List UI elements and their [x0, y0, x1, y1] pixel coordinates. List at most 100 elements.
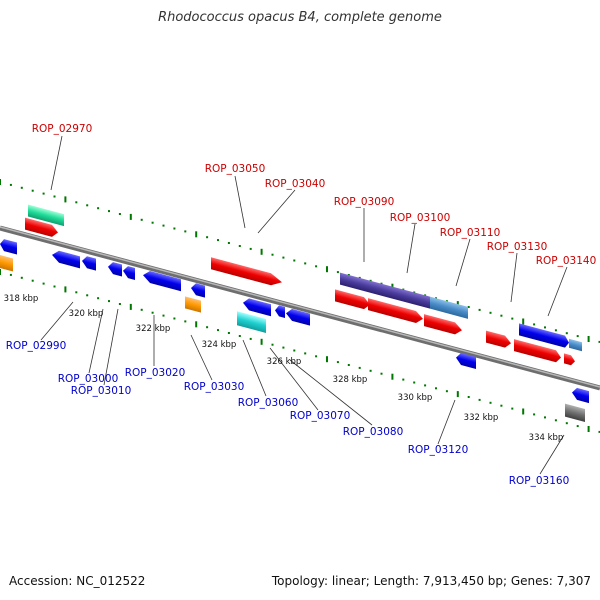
minor-tick: [402, 378, 405, 381]
gene-arrow-ROP_03100[interactable]: [430, 296, 468, 319]
minor-tick: [206, 326, 209, 329]
minor-tick: [511, 407, 514, 410]
gene-arrow[interactable]: [185, 296, 201, 313]
minor-tick: [140, 218, 143, 221]
gene-label[interactable]: ROP_03000: [58, 373, 119, 385]
minor-tick: [576, 335, 579, 338]
major-tick: [587, 336, 590, 342]
gene-label[interactable]: ROP_03110: [440, 227, 501, 239]
gene-arrow-ROP_03060[interactable]: [243, 297, 271, 317]
gene-arrow[interactable]: [564, 353, 575, 366]
minor-tick: [97, 297, 100, 300]
minor-tick: [413, 381, 416, 384]
gene-arrow-ROP_02970[interactable]: [28, 204, 64, 227]
minor-tick: [118, 213, 121, 215]
minor-tick: [478, 308, 481, 311]
minor-tick: [369, 279, 372, 282]
minor-tick: [238, 335, 241, 337]
minor-tick: [544, 416, 546, 419]
gene-arrow[interactable]: [275, 304, 285, 319]
gene-label[interactable]: ROP_03130: [487, 241, 548, 253]
gene-label[interactable]: ROP_03020: [125, 367, 186, 379]
gene-label[interactable]: ROP_03160: [509, 475, 570, 487]
gene-arrow-ROP_03110[interactable]: [424, 314, 462, 336]
gene-label[interactable]: ROP_03010: [71, 385, 132, 397]
minor-tick: [478, 398, 481, 401]
major-tick: [326, 266, 328, 273]
gene-arrow[interactable]: [25, 217, 58, 239]
gene-arrow[interactable]: [569, 338, 582, 352]
gene-arrow-ROP_03000[interactable]: [108, 261, 122, 277]
minor-tick: [151, 221, 154, 224]
major-tick: [326, 356, 328, 363]
gene-arrow[interactable]: [82, 255, 96, 271]
gene-label[interactable]: ROP_02970: [32, 123, 93, 135]
gene-label[interactable]: ROP_03100: [390, 212, 451, 224]
major-tick: [195, 231, 198, 238]
gene-arrow[interactable]: [368, 298, 423, 325]
gene-arrow-ROP_03030[interactable]: [191, 282, 205, 298]
minor-tick: [500, 314, 503, 317]
gene-arrow-ROP_03140[interactable]: [514, 339, 561, 364]
scale-label: 330 kbp: [398, 393, 433, 403]
gene-label[interactable]: ROP_03080: [343, 426, 404, 438]
minor-tick: [238, 245, 241, 247]
gene-arrow-ROP_03020[interactable]: [143, 269, 181, 292]
gene-label[interactable]: ROP_03030: [184, 381, 245, 393]
major-tick: [456, 391, 459, 398]
minor-tick: [20, 186, 23, 189]
gene-label[interactable]: ROP_02990: [6, 340, 67, 352]
gene-arrow[interactable]: [0, 238, 17, 255]
minor-tick: [217, 329, 219, 332]
minor-tick: [151, 311, 154, 314]
gene-arrow-ROP_03050[interactable]: [211, 257, 282, 288]
minor-tick: [173, 227, 176, 230]
gene-arrow-ROP_03010[interactable]: [123, 265, 135, 281]
gene-label[interactable]: ROP_03120: [408, 444, 469, 456]
minor-tick: [42, 282, 45, 285]
minor-tick: [75, 201, 78, 204]
gene-arrow-ROP_03130[interactable]: [519, 323, 569, 348]
minor-tick: [9, 273, 12, 276]
minor-tick: [9, 183, 12, 186]
minor-tick: [31, 189, 34, 192]
gene-label[interactable]: ROP_03050: [205, 163, 266, 175]
gene-label[interactable]: ROP_03040: [265, 178, 326, 190]
minor-tick: [140, 308, 143, 311]
major-tick: [195, 321, 198, 328]
minor-tick: [271, 253, 274, 256]
gene-label[interactable]: ROP_03070: [290, 410, 351, 422]
minor-tick: [86, 294, 89, 297]
gene-label[interactable]: ROP_03090: [334, 196, 395, 208]
minor-tick: [31, 279, 34, 282]
gene-label[interactable]: ROP_03140: [536, 255, 597, 267]
gene-arrow[interactable]: [0, 255, 13, 272]
gene-arrow[interactable]: [565, 403, 585, 423]
minor-tick: [227, 242, 230, 244]
scale-label: 320 kbp: [69, 309, 104, 319]
minor-tick: [489, 311, 492, 314]
minor-tick: [598, 430, 600, 433]
major-tick: [129, 213, 132, 220]
gene-arrow[interactable]: [486, 330, 511, 350]
gene-arrow-ROP_02990[interactable]: [52, 249, 80, 269]
gene-arrow-ROP_03090[interactable]: [340, 272, 430, 309]
minor-tick: [20, 276, 23, 279]
gene-label[interactable]: ROP_03060: [238, 397, 299, 409]
gene-arrow-ROP_03160[interactable]: [572, 387, 589, 404]
gene-arrow-ROP_03080[interactable]: [286, 307, 310, 326]
minor-tick: [271, 343, 274, 346]
minor-tick: [97, 207, 100, 210]
major-tick: [129, 303, 132, 310]
genome-summary-text: Topology: linear; Length: 7,913,450 bp; …: [271, 574, 591, 588]
minor-tick: [380, 372, 383, 375]
minor-tick: [565, 422, 568, 425]
gene-arrow[interactable]: [335, 289, 370, 310]
major-tick: [522, 408, 525, 415]
gene-arrow-ROP_03070[interactable]: [237, 311, 266, 333]
minor-tick: [467, 396, 470, 398]
scale-label: 334 kbp: [529, 433, 564, 443]
scale-label: 332 kbp: [464, 413, 499, 423]
gene-arrow-ROP_03120[interactable]: [456, 352, 476, 369]
bottom-gene-labels: ROP_02990 ROP_03000 ROP_03010 ROP_03020 …: [6, 340, 570, 487]
